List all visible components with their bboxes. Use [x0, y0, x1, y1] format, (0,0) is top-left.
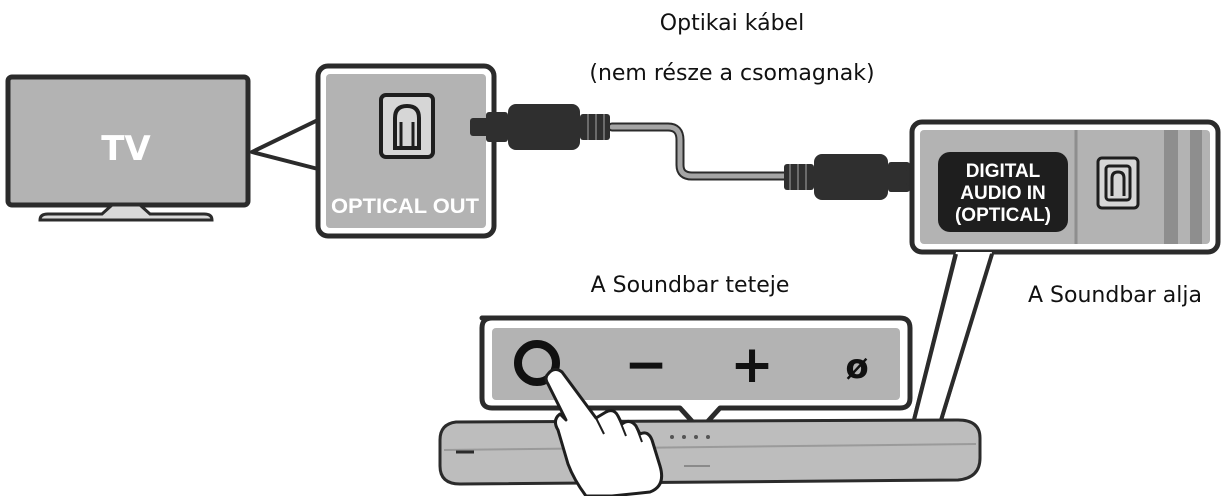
cable-plug-right — [784, 154, 928, 200]
source-button[interactable]: ø — [845, 347, 868, 387]
optical-port-icon — [379, 93, 435, 159]
tv-unit: TV — [5, 74, 251, 222]
digital-audio-label-line2: AUDIO IN — [960, 183, 1046, 204]
power-button-icon[interactable] — [514, 340, 560, 386]
finger-press-icon — [544, 367, 664, 496]
volume-up-button[interactable]: + — [730, 335, 774, 395]
optical-cable — [470, 104, 928, 200]
soundbar-top-label: A Soundbar teteje — [591, 273, 790, 298]
soundbar-bottom-label: A Soundbar alja — [1028, 283, 1202, 308]
tv-callout-pointer — [250, 116, 323, 172]
cable-title: Optikai kábel — [660, 11, 804, 36]
digital-audio-in-panel: DIGITAL AUDIO IN (OPTICAL) — [909, 119, 1221, 255]
digital-audio-label-line1: DIGITAL — [966, 161, 1041, 182]
optical-out-label: OPTICAL OUT — [331, 195, 479, 218]
optical-port-icon — [1096, 156, 1140, 210]
cable-note: (nem része a csomagnak) — [589, 61, 874, 86]
soundbar-top-panel: − + ø — [479, 315, 913, 433]
tv-stand — [38, 203, 214, 222]
soundbar-body — [438, 418, 982, 486]
digital-audio-label-line3: (OPTICAL) — [955, 205, 1051, 226]
optical-out-panel: OPTICAL OUT — [315, 63, 497, 239]
tv-label: TV — [101, 129, 151, 169]
volume-down-button[interactable]: − — [624, 335, 668, 395]
cable-plug-left — [470, 104, 610, 150]
digital-audio-label-box — [938, 152, 1068, 232]
